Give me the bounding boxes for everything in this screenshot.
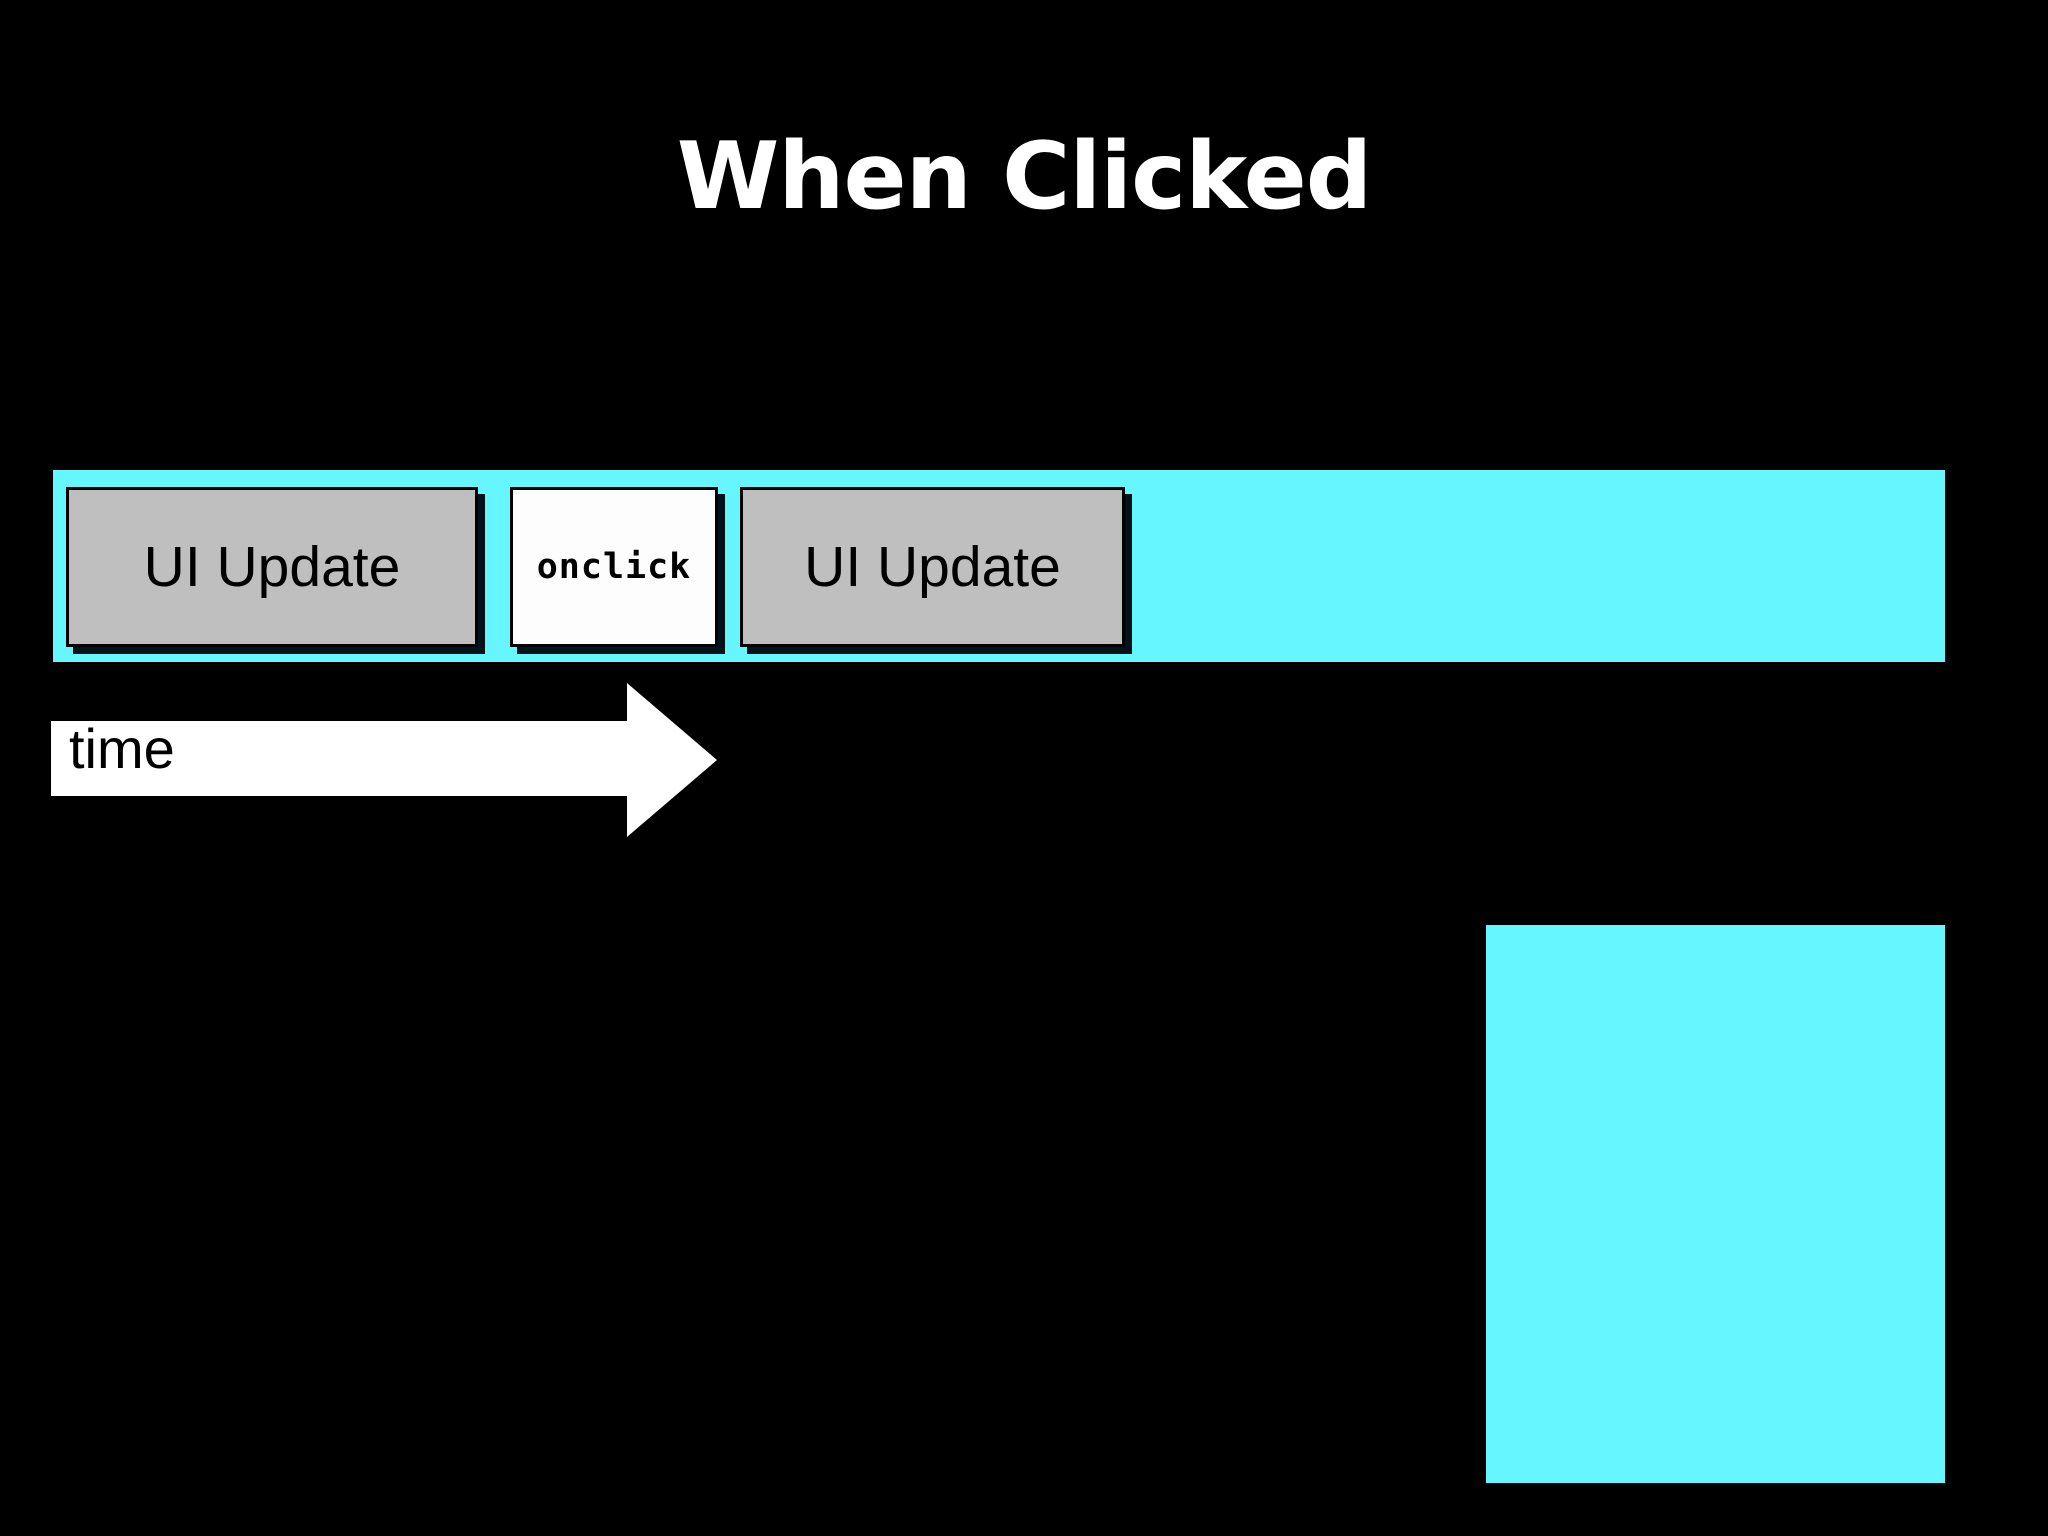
- time-axis-arrow: time: [51, 681, 719, 839]
- lower-right-panel: [1486, 925, 1945, 1483]
- timeline-block-label: UI Update: [143, 534, 401, 599]
- timeline-block-ui-update-1: UI Update: [66, 487, 478, 647]
- timeline-block-ui-update-2: UI Update: [740, 487, 1125, 647]
- timeline-block-onclick: onclick: [510, 487, 718, 647]
- page-title: When Clicked: [676, 122, 1373, 230]
- arrow-right-icon: [51, 683, 717, 837]
- timeline-block-label: UI Update: [804, 534, 1061, 599]
- timeline-block-label: onclick: [536, 546, 692, 587]
- time-axis-label: time: [69, 717, 175, 780]
